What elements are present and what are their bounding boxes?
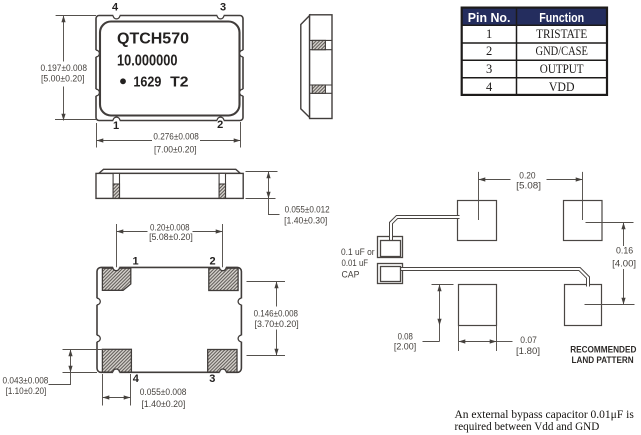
svg-text:1: 1	[132, 256, 138, 268]
svg-text:2: 2	[217, 119, 223, 131]
svg-text:0.08: 0.08	[398, 332, 413, 342]
svg-text:QTCH570: QTCH570	[117, 31, 189, 48]
svg-text:[1.40±0.20]: [1.40±0.20]	[141, 399, 185, 409]
svg-text:[3.70±0.20]: [3.70±0.20]	[255, 319, 299, 329]
svg-text:0.20±0.008: 0.20±0.008	[150, 222, 190, 232]
svg-text:3: 3	[220, 1, 226, 13]
svg-text:[1.80]: [1.80]	[516, 346, 540, 356]
svg-text:[5.08±0.20]: [5.08±0.20]	[149, 232, 193, 242]
svg-text:Function: Function	[539, 10, 584, 25]
svg-text:4: 4	[486, 80, 493, 94]
svg-text:10.000000: 10.000000	[117, 52, 178, 69]
svg-text:0.07: 0.07	[520, 335, 537, 345]
svg-text:RECOMMENDED: RECOMMENDED	[570, 344, 637, 354]
svg-text:0.16: 0.16	[616, 246, 633, 256]
svg-text:[5.08]: [5.08]	[516, 181, 541, 191]
svg-text:[4.00]: [4.00]	[612, 258, 636, 268]
svg-text:0.01 uF: 0.01 uF	[342, 258, 369, 268]
svg-text:LAND PATTERN: LAND PATTERN	[572, 355, 634, 365]
svg-text:3: 3	[486, 62, 492, 76]
svg-text:Pin No.: Pin No.	[468, 10, 511, 25]
svg-text:OUTPUT: OUTPUT	[540, 62, 584, 76]
svg-text:[2.00]: [2.00]	[394, 342, 416, 352]
svg-text:1: 1	[113, 120, 119, 132]
svg-text:CAP: CAP	[342, 269, 360, 279]
svg-text:0.1 uF or: 0.1 uF or	[341, 247, 375, 257]
svg-text:3: 3	[209, 373, 215, 385]
svg-text:4: 4	[112, 1, 119, 13]
svg-text:2: 2	[486, 44, 492, 58]
svg-text:TRISTATE: TRISTATE	[536, 27, 587, 41]
svg-text:1629: 1629	[133, 74, 161, 91]
svg-text:[7.00±0.20]: [7.00±0.20]	[154, 144, 197, 154]
svg-text:0.197±0.008: 0.197±0.008	[41, 63, 88, 73]
svg-text:VDD: VDD	[549, 80, 575, 94]
svg-text:T2: T2	[170, 74, 188, 91]
svg-text:required between Vdd and GND: required between Vdd and GND	[455, 420, 600, 433]
svg-text:[5.00±0.20]: [5.00±0.20]	[41, 74, 85, 84]
svg-text:0.276±0.008: 0.276±0.008	[153, 131, 198, 141]
svg-text:GND/CASE: GND/CASE	[536, 44, 589, 58]
svg-text:[1.40±0.30]: [1.40±0.30]	[284, 216, 327, 226]
svg-text:1: 1	[486, 27, 492, 41]
svg-text:2: 2	[209, 256, 215, 268]
svg-text:0.146±0.008: 0.146±0.008	[254, 308, 298, 318]
svg-text:An external bypass capacitor 0: An external bypass capacitor 0.01μF is	[455, 408, 635, 421]
svg-text:4: 4	[133, 373, 140, 385]
svg-text:[1.10±0.20]: [1.10±0.20]	[6, 386, 47, 396]
svg-text:0.055±0.012: 0.055±0.012	[285, 204, 330, 214]
svg-text:0.055±0.008: 0.055±0.008	[140, 387, 187, 397]
svg-text:0.20: 0.20	[519, 170, 535, 180]
svg-text:0.043±0.008: 0.043±0.008	[3, 375, 49, 385]
